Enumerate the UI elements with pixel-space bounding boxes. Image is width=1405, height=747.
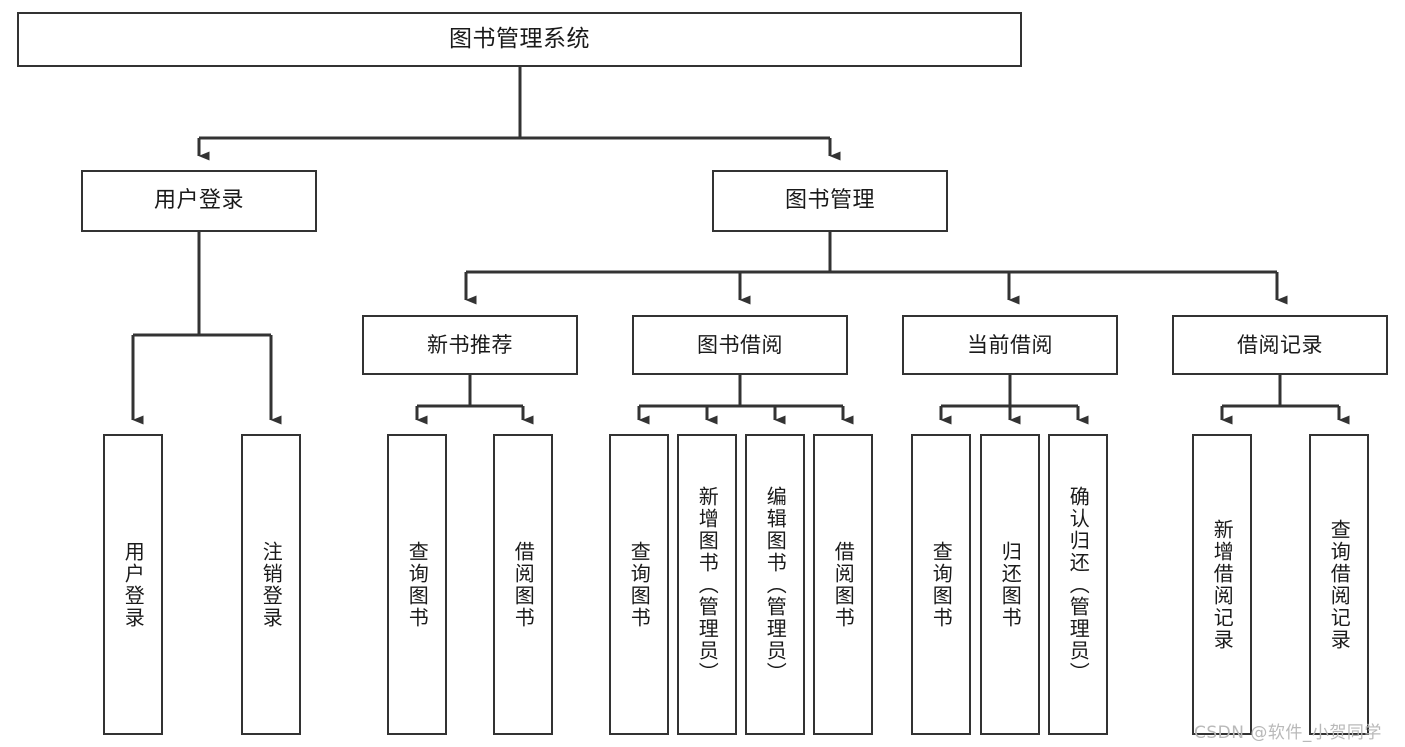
leaf-user-login-label: 用户登录 xyxy=(121,540,146,629)
leaf-return-book-label: 归还图书 xyxy=(998,540,1023,629)
leaf-borrow-book-label: 借阅图书 xyxy=(831,540,856,629)
leaf-borrow-book[interactable]: 借阅图书 xyxy=(813,434,873,735)
node-user-login-label: 用户登录 xyxy=(153,188,244,214)
leaf-query-borrow-record-label: 查询借阅记录 xyxy=(1327,518,1352,651)
leaf-confirm-return-admin-label: 确认归还（管理员） xyxy=(1066,485,1091,684)
node-new-book-recommend[interactable]: 新书推荐 xyxy=(362,315,578,375)
leaf-query-book-current-label: 查询图书 xyxy=(929,540,954,629)
leaf-add-borrow-record-label: 新增借阅记录 xyxy=(1210,518,1235,651)
leaf-query-book-recommend-label: 查询图书 xyxy=(405,540,430,629)
node-borrow-record[interactable]: 借阅记录 xyxy=(1172,315,1388,375)
leaf-query-book-borrow[interactable]: 查询图书 xyxy=(609,434,669,735)
node-new-book-recommend-label: 新书推荐 xyxy=(427,332,513,357)
node-root-system-label: 图书管理系统 xyxy=(449,25,590,52)
csdn-watermark: CSDN @软件_小贺同学 xyxy=(1194,723,1382,743)
leaf-add-book-admin-label: 新增图书（管理员） xyxy=(695,485,720,684)
leaf-query-book-borrow-label: 查询图书 xyxy=(627,540,652,629)
node-book-management[interactable]: 图书管理 xyxy=(712,170,948,232)
leaf-edit-book-admin-label: 编辑图书（管理员） xyxy=(763,485,788,684)
leaf-add-borrow-record[interactable]: 新增借阅记录 xyxy=(1192,434,1252,735)
leaf-logout-login-label: 注销登录 xyxy=(259,540,284,629)
leaf-query-book-current[interactable]: 查询图书 xyxy=(911,434,971,735)
node-borrow-record-label: 借阅记录 xyxy=(1237,332,1323,357)
leaf-borrow-book-recommend[interactable]: 借阅图书 xyxy=(493,434,553,735)
node-book-borrow-label: 图书借阅 xyxy=(697,332,783,357)
node-user-login[interactable]: 用户登录 xyxy=(81,170,317,232)
leaf-borrow-book-recommend-label: 借阅图书 xyxy=(511,540,536,629)
node-current-borrow[interactable]: 当前借阅 xyxy=(902,315,1118,375)
node-book-management-label: 图书管理 xyxy=(784,188,875,214)
node-current-borrow-label: 当前借阅 xyxy=(967,332,1053,357)
leaf-confirm-return-admin[interactable]: 确认归还（管理员） xyxy=(1048,434,1108,735)
leaf-edit-book-admin[interactable]: 编辑图书（管理员） xyxy=(745,434,805,735)
leaf-add-book-admin[interactable]: 新增图书（管理员） xyxy=(677,434,737,735)
leaf-query-book-recommend[interactable]: 查询图书 xyxy=(387,434,447,735)
node-book-borrow[interactable]: 图书借阅 xyxy=(632,315,848,375)
leaf-return-book[interactable]: 归还图书 xyxy=(980,434,1040,735)
leaf-query-borrow-record[interactable]: 查询借阅记录 xyxy=(1309,434,1369,735)
leaf-logout-login[interactable]: 注销登录 xyxy=(241,434,301,735)
leaf-user-login[interactable]: 用户登录 xyxy=(103,434,163,735)
node-root-system[interactable]: 图书管理系统 xyxy=(17,12,1022,67)
